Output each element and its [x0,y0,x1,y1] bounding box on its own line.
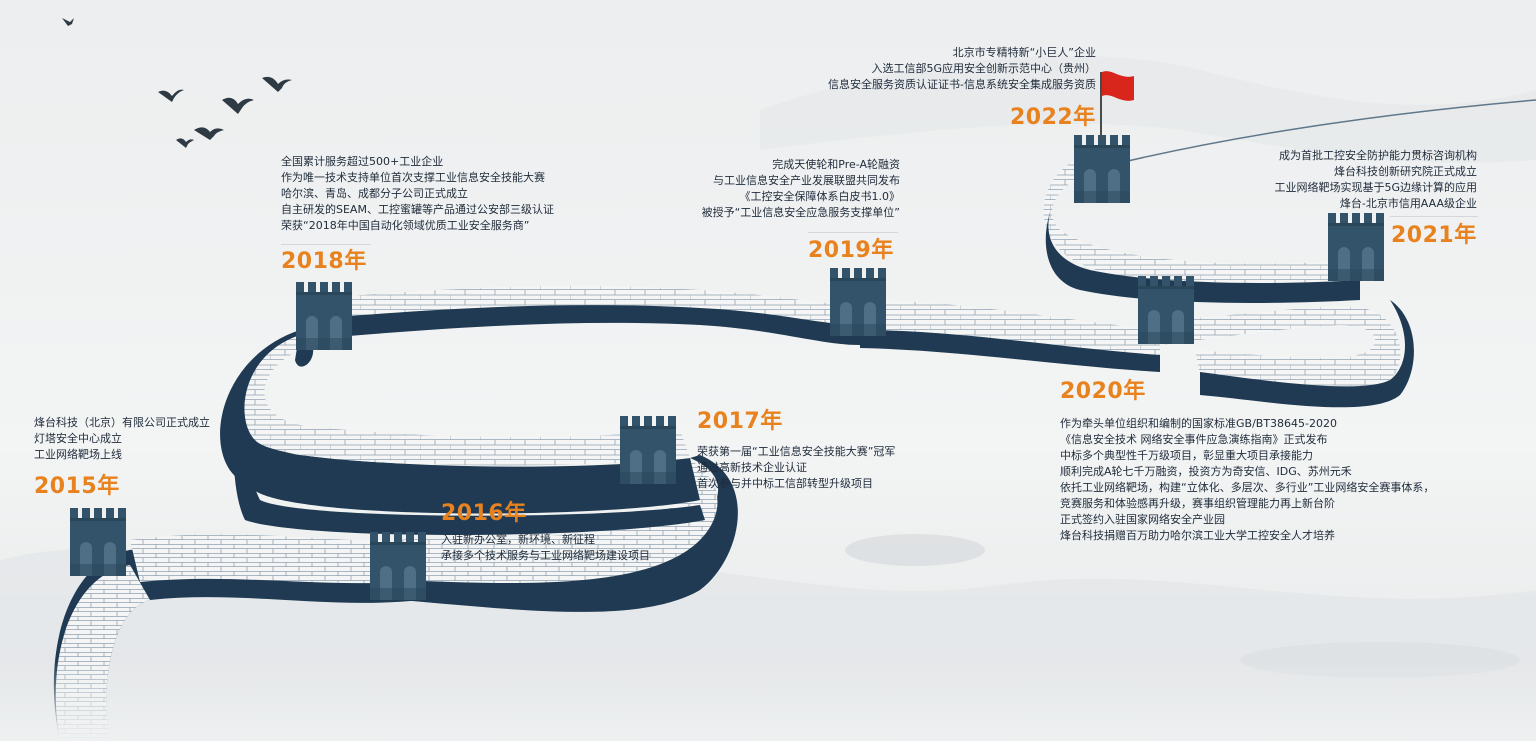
event-item: 首次参与并中标工信部转型升级项目 [697,477,873,490]
milestone-2019-rule [808,232,898,233]
milestone-2019-events: 完成天使轮和Pre-A轮融资 与工业信息安全产业发展联盟共同发布 《工控安全保障… [702,157,900,221]
event-item: 灯塔安全中心成立 [34,432,122,445]
event-item: 作为牵头单位组织和编制的国家标准GB/BT38645-2020 [1060,417,1337,430]
milestone-2020-year: 2020年 [1060,379,1146,404]
event-item: 烽台-北京市信用AAA级企业 [1339,197,1477,210]
milestone-2017-year: 2017年 [697,409,783,434]
watchtower-icon [1328,213,1384,281]
event-item: 通过高新技术企业认证 [697,461,807,474]
event-item: 《工控安全保障体系白皮书1.0》 [739,190,901,203]
event-item: 信息安全服务资质认证证书-信息系统安全集成服务资质 [828,78,1096,91]
watchtower-icon [830,268,886,336]
milestone-2019-year: 2019年 [808,238,894,263]
milestone-2017-events: 荣获第一届“工业信息安全技能大赛”冠军 通过高新技术企业认证 首次参与并中标工信… [697,444,895,492]
event-item: 竞赛服务和体验感再升级，赛事组织管理能力再上新台阶 [1060,497,1335,510]
milestone-2018-rule [281,244,371,245]
event-item: 哈尔滨、青岛、成都分子公司正式成立 [281,187,468,200]
event-item: 作为唯一技术支持单位首次支撑工业信息安全技能大赛 [281,171,545,184]
event-item: 工业网络靶场上线 [34,448,122,461]
event-item: 烽台科技捐赠百万助力哈尔滨工业大学工控安全人才培养 [1060,529,1335,542]
milestone-2021-rule [1390,216,1478,217]
event-item: 入驻新办公室，新环境、新征程 [441,533,595,546]
event-item: 荣获第一届“工业信息安全技能大赛”冠军 [697,445,896,458]
milestone-2016-year: 2016年 [441,501,527,526]
event-item: 自主研发的SEAM、工控蜜罐等产品通过公安部三级认证 [281,203,554,216]
event-item: 荣获“2018年中国自动化领域优质工业安全服务商” [281,219,530,232]
milestone-2021-year: 2021年 [1391,223,1477,248]
milestone-2015-year: 2015年 [34,474,120,499]
event-item: 完成天使轮和Pre-A轮融资 [772,158,900,171]
watchtower-icon [370,532,426,600]
event-item: 工业网络靶场实现基于5G边缘计算的应用 [1274,181,1477,194]
milestone-2020-events: 作为牵头单位组织和编制的国家标准GB/BT38645-2020 《信息安全技术 … [1060,416,1434,544]
event-item: 北京市专精特新“小巨人”企业 [952,46,1096,59]
event-item: 入选工信部5G应用安全创新示范中心（贵州） [871,62,1096,75]
milestone-2022-year: 2022年 [1010,105,1096,130]
milestone-2021-events: 成为首批工控安全防护能力贯标咨询机构 烽台科技创新研究院正式成立 工业网络靶场实… [1274,148,1477,212]
watchtower-icon [296,282,352,350]
event-item: 烽台科技（北京）有限公司正式成立 [34,416,210,429]
event-item: 全国累计服务超过500+工业企业 [281,155,444,168]
milestone-2022-events: 北京市专精特新“小巨人”企业 入选工信部5G应用安全创新示范中心（贵州） 信息安… [828,45,1096,93]
event-item: 正式签约入驻国家网络安全产业园 [1060,513,1225,526]
milestone-2018-events: 全国累计服务超过500+工业企业 作为唯一技术支持单位首次支撑工业信息安全技能大… [281,154,554,234]
event-item: 顺利完成A轮七千万融资，投资方为奇安信、IDG、苏州元禾 [1060,465,1352,478]
milestone-2015-events: 烽台科技（北京）有限公司正式成立 灯塔安全中心成立 工业网络靶场上线 [34,415,210,463]
event-item: 依托工业网络靶场，构建“立体化、多层次、多行业”工业网络安全赛事体系， [1060,481,1435,494]
event-item: 《信息安全技术 网络安全事件应急演练指南》正式发布 [1060,433,1328,446]
watchtower-icon [1074,135,1130,203]
watchtower-icon [1138,276,1194,344]
flying-birds-icon [62,18,292,148]
event-item: 与工业信息安全产业发展联盟共同发布 [713,174,900,187]
event-item: 承接多个技术服务与工业网络靶场建设项目 [441,549,650,562]
event-item: 成为首批工控安全防护能力贯标咨询机构 [1279,149,1477,162]
red-flag-icon [1100,71,1134,138]
milestone-2018-year: 2018年 [281,249,367,274]
event-item: 烽台科技创新研究院正式成立 [1334,165,1477,178]
watchtower-icon [70,508,126,576]
event-item: 被授予“工业信息安全应急服务支撑单位” [701,206,900,219]
watchtower-icon [620,416,676,484]
event-item: 中标多个典型性千万级项目，彰显重大项目承接能力 [1060,449,1313,462]
milestone-2016-events: 入驻新办公室，新环境、新征程 承接多个技术服务与工业网络靶场建设项目 [441,532,650,564]
